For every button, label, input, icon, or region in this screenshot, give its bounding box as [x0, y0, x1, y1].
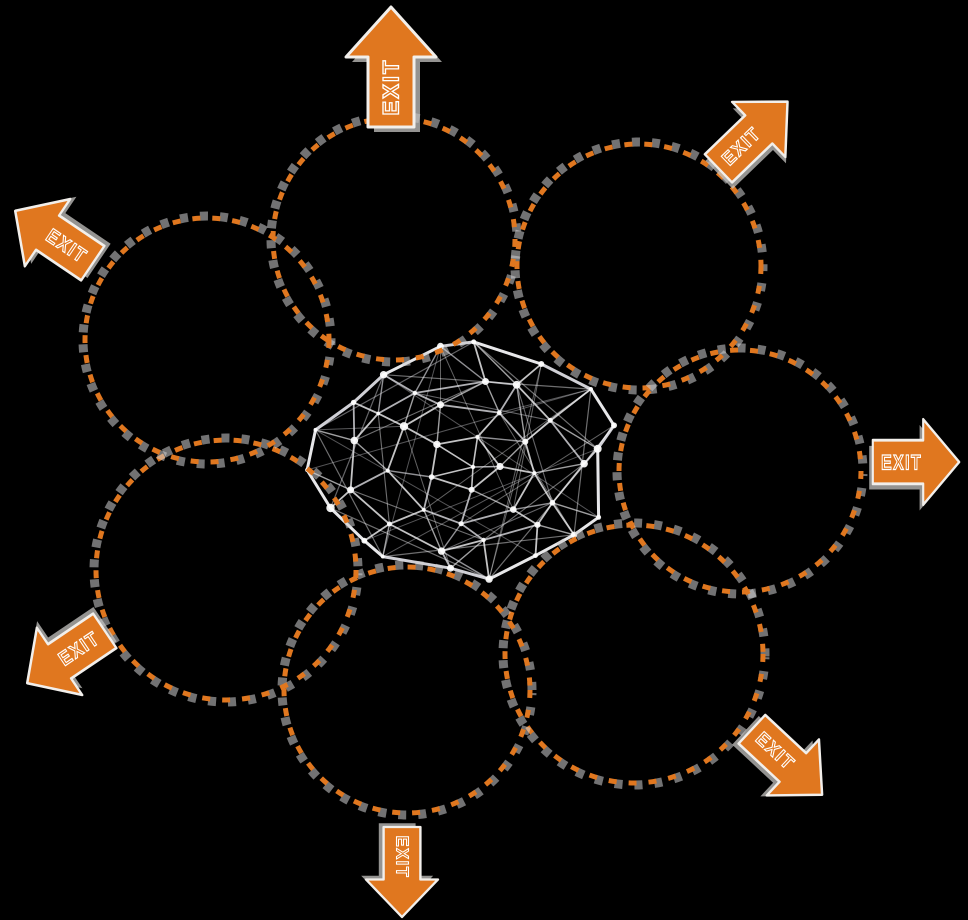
- mesh-node: [471, 339, 477, 345]
- mesh-node: [379, 371, 388, 379]
- zone-circle-dashes: [270, 115, 518, 363]
- mesh-node: [534, 521, 541, 528]
- zone-circle-dashes: [281, 564, 533, 816]
- exit-arrow-top: EXIT: [344, 5, 442, 132]
- zone-circle-upper-right: [510, 137, 768, 395]
- zone-circle-lower-left: [89, 433, 363, 707]
- mesh-node: [385, 468, 390, 473]
- mesh-node: [522, 438, 529, 445]
- mesh-node: [549, 500, 556, 506]
- mesh-node: [468, 486, 475, 493]
- mesh-node: [588, 387, 594, 392]
- mesh-node: [433, 440, 441, 449]
- zone-circle-dashes: [93, 437, 359, 703]
- mesh-node: [437, 547, 446, 555]
- mesh-node: [475, 434, 480, 440]
- mesh-node: [547, 417, 553, 423]
- mesh-node: [533, 553, 538, 558]
- mesh-node: [470, 464, 476, 470]
- zone-circle-shadow: [498, 518, 770, 790]
- exit-label: EXIT: [392, 836, 412, 879]
- mesh-node: [485, 575, 493, 583]
- mesh-node: [458, 521, 464, 527]
- zone-circle-shadow: [89, 433, 363, 707]
- mesh-node: [428, 474, 435, 480]
- mesh-node: [496, 410, 502, 416]
- exit-arrow-shape: [364, 825, 440, 919]
- mesh-node: [376, 411, 381, 416]
- mesh-node: [326, 503, 335, 513]
- exit-arrow-upper-left: EXIT: [13, 196, 111, 282]
- mesh-node: [350, 436, 359, 445]
- mesh-node: [596, 514, 602, 520]
- zone-circle-shadow: [612, 343, 868, 599]
- mesh-node: [350, 399, 357, 406]
- mesh-node: [361, 537, 368, 544]
- exit-arrow-shape: [344, 5, 438, 129]
- zone-circle-shadow: [277, 560, 537, 820]
- mesh-node: [447, 564, 454, 572]
- mesh-node: [437, 401, 444, 409]
- mesh-node: [421, 507, 426, 512]
- mesh-node: [482, 378, 489, 385]
- zone-circle-dashes: [82, 215, 332, 465]
- zone-circle-top: [266, 111, 522, 367]
- zone-circle-dashes: [514, 141, 764, 391]
- mesh-node: [347, 486, 355, 494]
- mesh-node: [611, 422, 617, 429]
- zone-circle-upper-left: [78, 211, 336, 469]
- mesh-node: [496, 462, 504, 471]
- zone-circle-bottom: [277, 560, 537, 820]
- mesh-node: [532, 471, 537, 476]
- exit-arrow-shape: [737, 713, 824, 797]
- mesh-node: [510, 506, 517, 513]
- mesh-node: [512, 380, 521, 389]
- mesh-node: [593, 444, 602, 453]
- exit-label: EXIT: [379, 59, 404, 116]
- zone-circle-dashes: [502, 522, 766, 786]
- exit-arrow-upper-right: EXIT: [703, 100, 789, 189]
- mesh-node: [313, 427, 318, 432]
- exit-arrow-shape: [13, 197, 106, 282]
- mesh-node: [580, 459, 588, 468]
- zone-circle-right: [612, 343, 868, 599]
- mesh-node: [412, 390, 418, 396]
- exit-arrow-lower-right: EXIT: [732, 713, 824, 797]
- zone-circle-shadow: [78, 211, 336, 469]
- mesh-node: [380, 554, 385, 559]
- zone-circle-shadow: [266, 111, 522, 367]
- exit-arrow-lower-left: EXIT: [25, 607, 118, 697]
- exit-arrow-right: EXIT: [869, 417, 961, 511]
- zone-circle-lower-right: [498, 518, 770, 790]
- mesh-node: [481, 537, 486, 543]
- exit-arrow-bottom: EXIT: [361, 823, 440, 919]
- mesh-node: [538, 361, 545, 367]
- exit-arrow-shape: [871, 417, 961, 507]
- zone-circle-dashes: [616, 347, 864, 595]
- mesh-node: [386, 521, 392, 527]
- mesh-node: [399, 422, 409, 431]
- exit-label: EXIT: [881, 450, 922, 474]
- exit-arrow-shape: [25, 612, 118, 697]
- exit-arrow-shape: [703, 100, 789, 184]
